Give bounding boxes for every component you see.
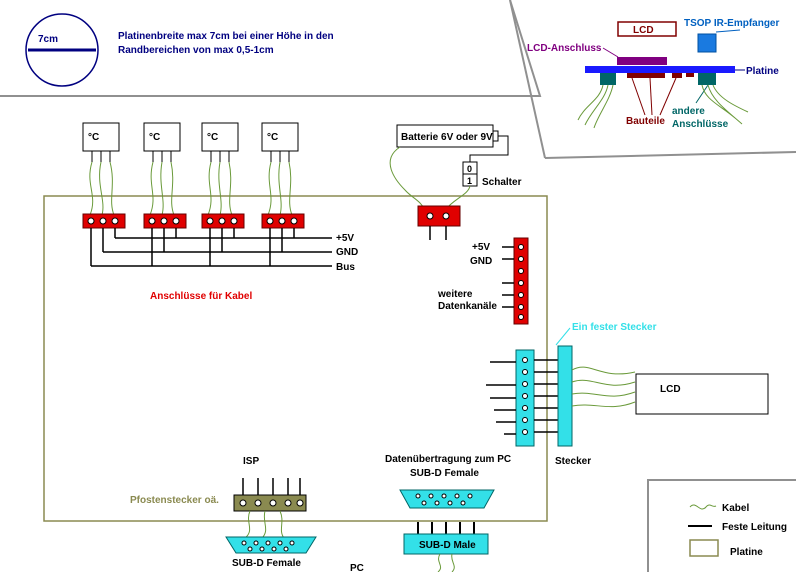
subd-male: SUB-D Male: [403, 522, 489, 572]
tsop-icon: [697, 33, 717, 53]
conn-weitere1: weitere: [437, 289, 473, 300]
power-rails: [90, 228, 332, 267]
stecker: [557, 345, 636, 447]
svg-text:0: 0: [467, 164, 472, 174]
lcd-header: [486, 349, 560, 447]
subd-left-label: SUB-D Female: [232, 558, 301, 569]
subd-female-label: SUB-D Female: [410, 468, 479, 479]
fester-stecker-label: Ein fester Stecker: [572, 322, 657, 333]
legend-kabel: Kabel: [722, 503, 749, 514]
inset-andere2: Anschlüsse: [672, 119, 729, 130]
subd-female-left: [225, 536, 317, 554]
isp-title: ISP: [243, 456, 259, 467]
battery-label: Batterie 6V oder 9V: [401, 132, 493, 143]
inset-platine: Platine: [746, 66, 779, 77]
battery-connector: [417, 205, 461, 240]
svg-text:°C: °C: [207, 132, 218, 143]
svg-text:°C: °C: [267, 132, 278, 143]
rail-gnd: GND: [336, 247, 358, 258]
legend-platine: Platine: [730, 547, 763, 558]
switch: 0 1 Schalter: [444, 161, 522, 211]
inset-pcb-side-view: LCD TSOP IR-Empfanger LCD-Anschluss Plat…: [527, 18, 779, 130]
svg-text:1: 1: [467, 176, 472, 186]
main-board-outline: [43, 195, 548, 522]
sensor-connector-2: [143, 213, 187, 229]
legend-feste: Feste Leitung: [722, 522, 787, 533]
pc-label: PC: [350, 563, 364, 572]
inset-andere1: andere: [672, 106, 705, 117]
inset-lcd-anschluss: LCD-Anschluss: [527, 43, 602, 54]
conn-5v: +5V: [472, 242, 490, 253]
svg-text:°C: °C: [149, 132, 160, 143]
inset-divider: [544, 151, 796, 159]
header-divider: [0, 0, 542, 97]
conn-gnd: GND: [470, 256, 492, 267]
note-line2: Randbereichen von max 0,5-1cm: [118, 45, 274, 56]
sensor-connector-3: [201, 213, 245, 229]
data-channel-connector: [502, 237, 529, 325]
temp-sensor-2: °C: [143, 122, 181, 162]
rail-bus: Bus: [336, 262, 355, 273]
inset-bauteile: Bauteile: [626, 116, 665, 127]
isp-header: [233, 478, 307, 539]
sensor-connector-1: [82, 213, 126, 229]
datenuebertragung-label: Datenübertragung zum PC: [385, 454, 511, 465]
switch-label: Schalter: [482, 177, 522, 188]
sensor-connector-4: [261, 213, 305, 229]
temp-sensor-3: °C: [201, 122, 239, 162]
lcd-label: LCD: [660, 384, 681, 395]
lcd-box: [635, 373, 769, 415]
svg-text:°C: °C: [88, 132, 99, 143]
subd-male-label: SUB-D Male: [419, 540, 476, 551]
pfosten-label: Pfostenstecker oä.: [130, 495, 219, 506]
inset-platine-bar: [585, 66, 735, 73]
anschluesse-label: Anschlüsse für Kabel: [150, 291, 252, 302]
lcd-connector-icon: [617, 57, 667, 65]
note-line1: Platinenbreite max 7cm bei einer Höhe in…: [118, 31, 334, 42]
subd-female-right: [399, 489, 495, 509]
battery: Batterie 6V oder 9V: [389, 124, 509, 211]
legend: Kabel Feste Leitung Platine: [647, 479, 796, 572]
temp-sensor-1: °C: [82, 122, 120, 162]
rail-5v: +5V: [336, 233, 354, 244]
sensor-connectors: [82, 213, 305, 229]
temp-sensor-4: °C: [261, 122, 299, 162]
scale-label: 7cm: [38, 34, 58, 45]
scale-circle: 7cm: [25, 13, 99, 87]
conn-weitere2: Datenkanäle: [438, 301, 497, 312]
stecker-label: Stecker: [555, 456, 591, 467]
sensor-group: °C °C °C °C: [82, 122, 299, 216]
inset-tsop: TSOP IR-Empfanger: [684, 18, 779, 29]
inset-lcd: LCD: [633, 25, 654, 36]
